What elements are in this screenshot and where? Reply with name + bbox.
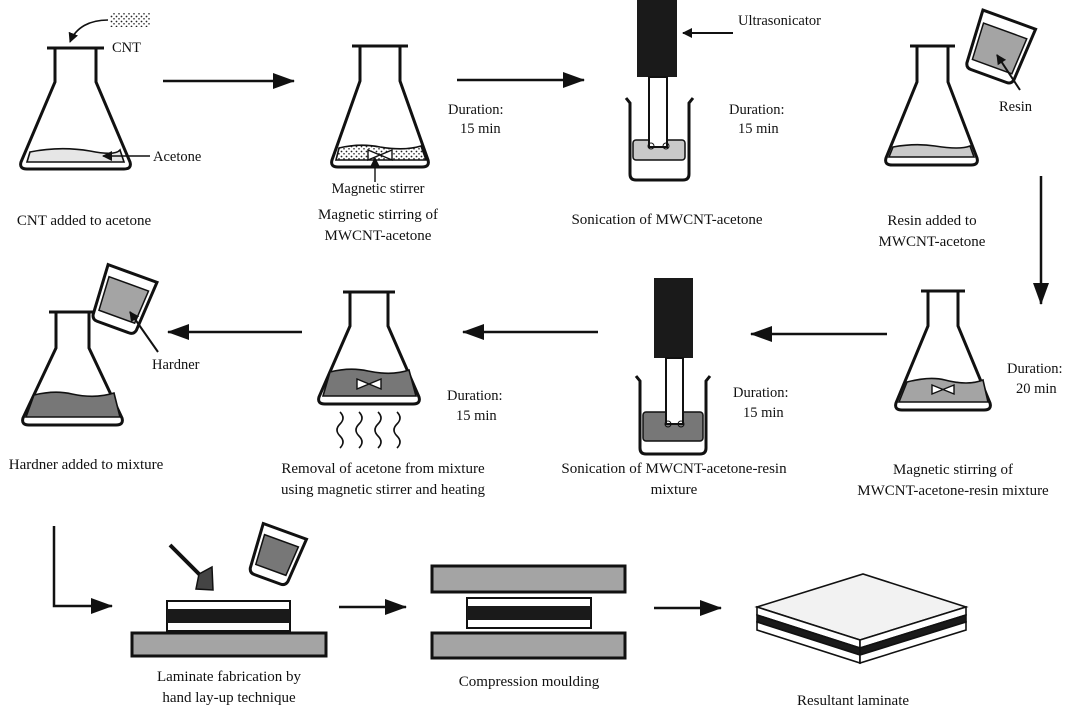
duration-label: Duration: xyxy=(729,102,785,118)
duration-label: Duration: xyxy=(733,385,789,401)
mould-plate-icon xyxy=(430,564,627,594)
cnt-powder-icon xyxy=(110,13,150,27)
ultrasonicator-probe-icon xyxy=(637,0,677,150)
duration-label: Duration: xyxy=(447,388,503,404)
step-caption: Resultant laminate xyxy=(797,693,909,709)
step-caption: hand lay-up technique xyxy=(162,690,296,706)
stir-bar-icon xyxy=(356,377,382,391)
step-sonication: Ultrasonicator Duration: 15 min Sonicati… xyxy=(571,0,821,228)
step-cnt-added: CNT Acetone CNT added to acetone xyxy=(17,13,201,229)
step-caption: MWCNT-acetone xyxy=(879,234,986,250)
resin-pointer-arrow xyxy=(996,54,1021,91)
acetone-label: Acetone xyxy=(153,149,201,165)
step-caption: Magnetic stirring of xyxy=(893,462,1013,478)
cnt-pointer-arrow xyxy=(68,19,109,43)
flask-icon xyxy=(19,46,132,171)
flask-icon xyxy=(317,290,421,406)
duration-value: 15 min xyxy=(460,121,501,137)
step-acetone-removal: Duration: 15 min Removal of acetone from… xyxy=(281,290,503,498)
step-caption: Laminate fabrication by xyxy=(157,669,302,685)
step-resultant-laminate: Resultant laminate xyxy=(754,573,969,709)
flask-icon xyxy=(884,44,979,167)
resin-label: Resin xyxy=(999,99,1033,115)
duration-label: Duration: xyxy=(1007,361,1063,377)
step-compression-moulding: Compression moulding xyxy=(430,564,627,690)
step-sonication-resin: Duration: 15 min Sonication of MWCNT-ace… xyxy=(561,278,789,498)
hardner-label: Hardner xyxy=(152,357,200,373)
step-caption: Resin added to xyxy=(887,213,976,229)
step-magnetic-stirring-resin: Duration: 20 min Magnetic stirring of MW… xyxy=(857,289,1063,499)
step-caption: MWCNT-acetone xyxy=(325,228,432,244)
step-caption: Sonication of MWCNT-acetone-resin xyxy=(561,461,787,477)
step-caption: Hardner added to mixture xyxy=(9,457,164,473)
step-caption: MWCNT-acetone-resin mixture xyxy=(857,483,1049,499)
step-hardner-added: Hardner Hardner added to mixture xyxy=(9,262,200,473)
duration-value: 15 min xyxy=(456,408,497,424)
step-hand-layup: Laminate fabrication by hand lay-up tech… xyxy=(130,521,328,706)
mould-plate-icon xyxy=(430,631,627,660)
flask-icon xyxy=(894,289,992,412)
stir-bar-icon xyxy=(931,383,955,396)
flow-arrow-elbow xyxy=(52,526,113,614)
step-caption: Compression moulding xyxy=(459,674,600,690)
ultrasonicator-label: Ultrasonicator xyxy=(738,13,821,29)
step-caption: Sonication of MWCNT-acetone xyxy=(571,212,762,228)
laminate-stack-icon xyxy=(466,597,592,629)
pouring-cup-icon xyxy=(91,262,159,335)
flask-icon xyxy=(21,310,124,427)
laminate-stack-icon xyxy=(166,600,291,632)
step-caption: using magnetic stirrer and heating xyxy=(281,482,486,498)
step-caption: Removal of acetone from mixture xyxy=(281,461,485,477)
duration-label: Duration: xyxy=(448,102,504,118)
duration-value: 15 min xyxy=(738,121,779,137)
step-caption: Magnetic stirring of xyxy=(318,207,438,223)
duration-value: 15 min xyxy=(743,405,784,421)
step-magnetic-stirring: Magnetic stirrer Magnetic stirring of MW… xyxy=(318,44,438,244)
step-resin-added: Resin Resin added to MWCNT-acetone xyxy=(879,8,1038,250)
step-caption: CNT added to acetone xyxy=(17,213,152,229)
ultrasonicator-probe-icon xyxy=(654,278,693,428)
step-caption: mixture xyxy=(651,482,698,498)
pouring-cup-icon xyxy=(248,521,309,587)
duration-value: 20 min xyxy=(1016,381,1057,397)
laminate-icon xyxy=(754,573,969,665)
flask-icon xyxy=(330,44,430,169)
hardner-pointer-arrow xyxy=(129,311,159,353)
cnt-label: CNT xyxy=(112,40,141,56)
stirrer-label: Magnetic stirrer xyxy=(331,181,424,197)
heat-waves-icon xyxy=(336,411,401,449)
pouring-cup-icon xyxy=(965,8,1038,85)
brush-icon xyxy=(168,543,214,591)
mould-plate-icon xyxy=(130,631,328,658)
